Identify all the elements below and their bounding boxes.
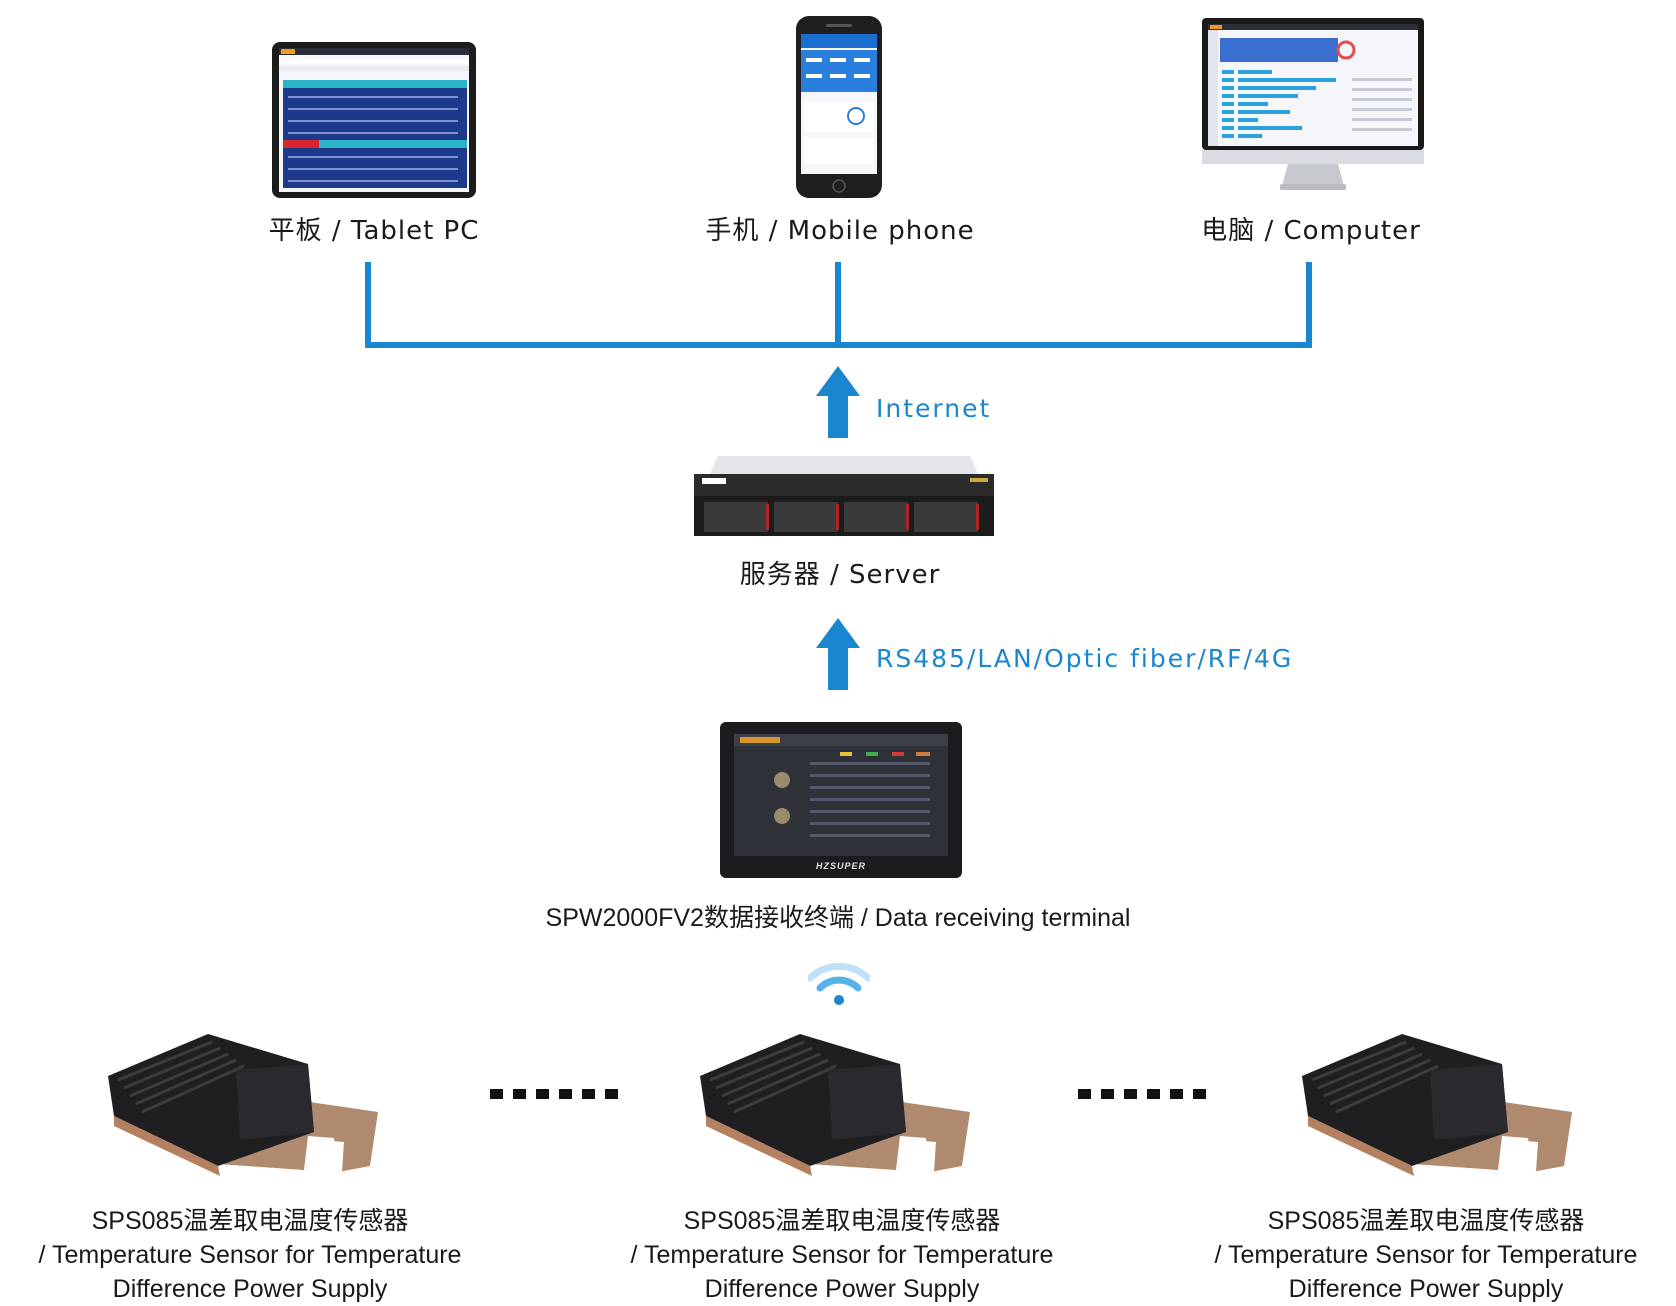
- fieldbus-arrow-icon: [816, 618, 860, 690]
- sensor-label-3: SPS085温差取电温度传感器 / Temperature Sensor for…: [1186, 1204, 1666, 1306]
- sensor-label-3-line3: Difference Power Supply: [1288, 1275, 1564, 1303]
- sensor-label-3-line2: / Temperature Sensor for Temperature: [1214, 1241, 1638, 1269]
- computer-label: 电脑 / Computer: [1201, 216, 1421, 246]
- server-label: 服务器 / Server: [739, 560, 941, 590]
- sensor-label-2-line1: SPS085温差取电温度传感器: [683, 1207, 1001, 1235]
- sensor-label-3-line1: SPS085温差取电温度传感器: [1267, 1207, 1585, 1235]
- internet-arrow-icon: [816, 366, 860, 438]
- server-device-image: [694, 456, 994, 540]
- ellipsis-dots-1: [490, 1089, 618, 1099]
- sensor-image-1: [108, 1020, 382, 1180]
- internet-label: Internet: [876, 394, 992, 423]
- phone-device-image: [796, 16, 882, 198]
- sensor-label-1-line1: SPS085温差取电温度传感器: [91, 1207, 409, 1235]
- phone-label: 手机 / Mobile phone: [705, 216, 975, 246]
- tablet-device-image: [272, 42, 476, 198]
- sensor-label-2-line3: Difference Power Supply: [704, 1275, 980, 1303]
- device-connection-lines: [365, 262, 1312, 348]
- terminal-label: SPW2000FV2数据接收终端 / Data receiving termin…: [545, 904, 1131, 932]
- fieldbus-label: RS485/LAN/Optic fiber/RF/4G: [876, 644, 1294, 673]
- sensor-label-2-line2: / Temperature Sensor for Temperature: [630, 1241, 1054, 1269]
- terminal-device-image: HZSUPER: [720, 722, 962, 878]
- sensor-label-2: SPS085温差取电温度传感器 / Temperature Sensor for…: [602, 1204, 1082, 1306]
- sensor-label-1-line2: / Temperature Sensor for Temperature: [38, 1241, 462, 1269]
- tablet-label: 平板 / Tablet PC: [268, 216, 480, 246]
- wifi-icon: [808, 962, 870, 1006]
- sensor-image-2: [700, 1020, 974, 1180]
- computer-device-image: [1202, 18, 1424, 196]
- sensor-label-1-line3: Difference Power Supply: [112, 1275, 388, 1303]
- ellipsis-dots-2: [1078, 1089, 1206, 1099]
- sensor-image-3: [1302, 1020, 1576, 1180]
- sensor-label-1: SPS085温差取电温度传感器 / Temperature Sensor for…: [10, 1204, 490, 1306]
- terminal-brand: HZSUPER: [815, 861, 866, 871]
